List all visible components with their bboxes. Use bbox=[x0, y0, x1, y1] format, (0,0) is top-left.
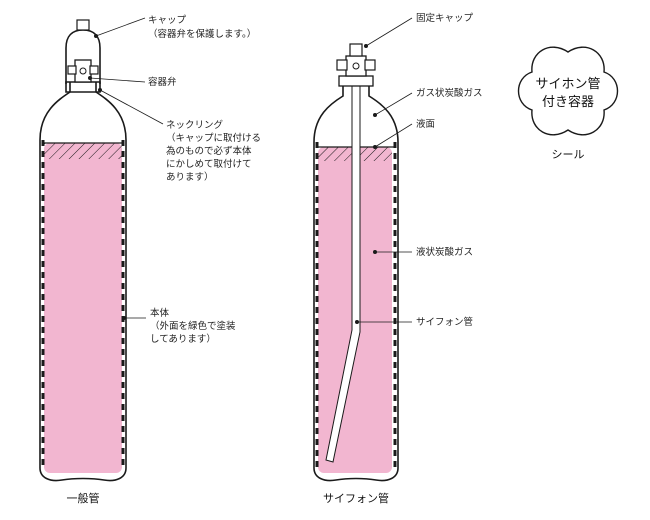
seal-line1: サイホン管 bbox=[535, 77, 600, 92]
label-cap-note: （容器弁を保護します。） bbox=[148, 28, 256, 40]
caption-general: 一般管 bbox=[67, 491, 100, 505]
caption-seal: シール bbox=[552, 148, 585, 161]
fixed-cap-siphon bbox=[336, 43, 376, 87]
label-neck-ring-note1: （キャップに取付ける bbox=[166, 132, 261, 144]
cylinder-body-outline-general bbox=[39, 82, 127, 482]
label-neck-ring-note3: にかしめて取付けて bbox=[166, 159, 252, 170]
label-liquid: 液状炭酸ガス bbox=[416, 246, 473, 258]
liquid-fill-general bbox=[44, 143, 122, 473]
label-cap: キャップ bbox=[148, 15, 187, 26]
gas-hatch-general bbox=[44, 143, 122, 159]
label-neck-ring: ネックリング bbox=[166, 119, 224, 131]
label-liquid-surface: 液面 bbox=[416, 118, 435, 130]
label-neck-ring-note2: 為のもので必ず本体 bbox=[166, 145, 252, 157]
general-cylinder: キャップ （容器弁を保護します。） 容器弁 ネックリング （キャップに取付ける … bbox=[39, 15, 261, 505]
label-body-note1: （外面を緑色で塗装 bbox=[150, 320, 236, 332]
label-fixed-cap: 固定キャップ bbox=[416, 12, 474, 24]
valve-general bbox=[67, 59, 99, 83]
label-body: 本体 bbox=[150, 307, 170, 319]
neck-ring-general bbox=[65, 81, 101, 93]
label-body-note2: してあります） bbox=[150, 333, 216, 345]
label-siphon-tube: サイフォン管 bbox=[416, 316, 473, 328]
seal-line2: 付き容器 bbox=[542, 94, 594, 110]
caption-siphon: サイフォン管 bbox=[323, 491, 389, 505]
siphon-cylinder: 固定キャップ ガス状炭酸ガス 液面 液状炭酸ガス サイフォン管 サイフォン管 bbox=[313, 12, 483, 505]
label-neck-ring-note4: あります） bbox=[166, 171, 214, 183]
label-gas: ガス状炭酸ガス bbox=[416, 87, 483, 99]
seal-scalloped-outline bbox=[517, 46, 619, 136]
label-valve: 容器弁 bbox=[148, 76, 177, 88]
seal: サイホン管 付き容器 シール bbox=[517, 46, 619, 161]
